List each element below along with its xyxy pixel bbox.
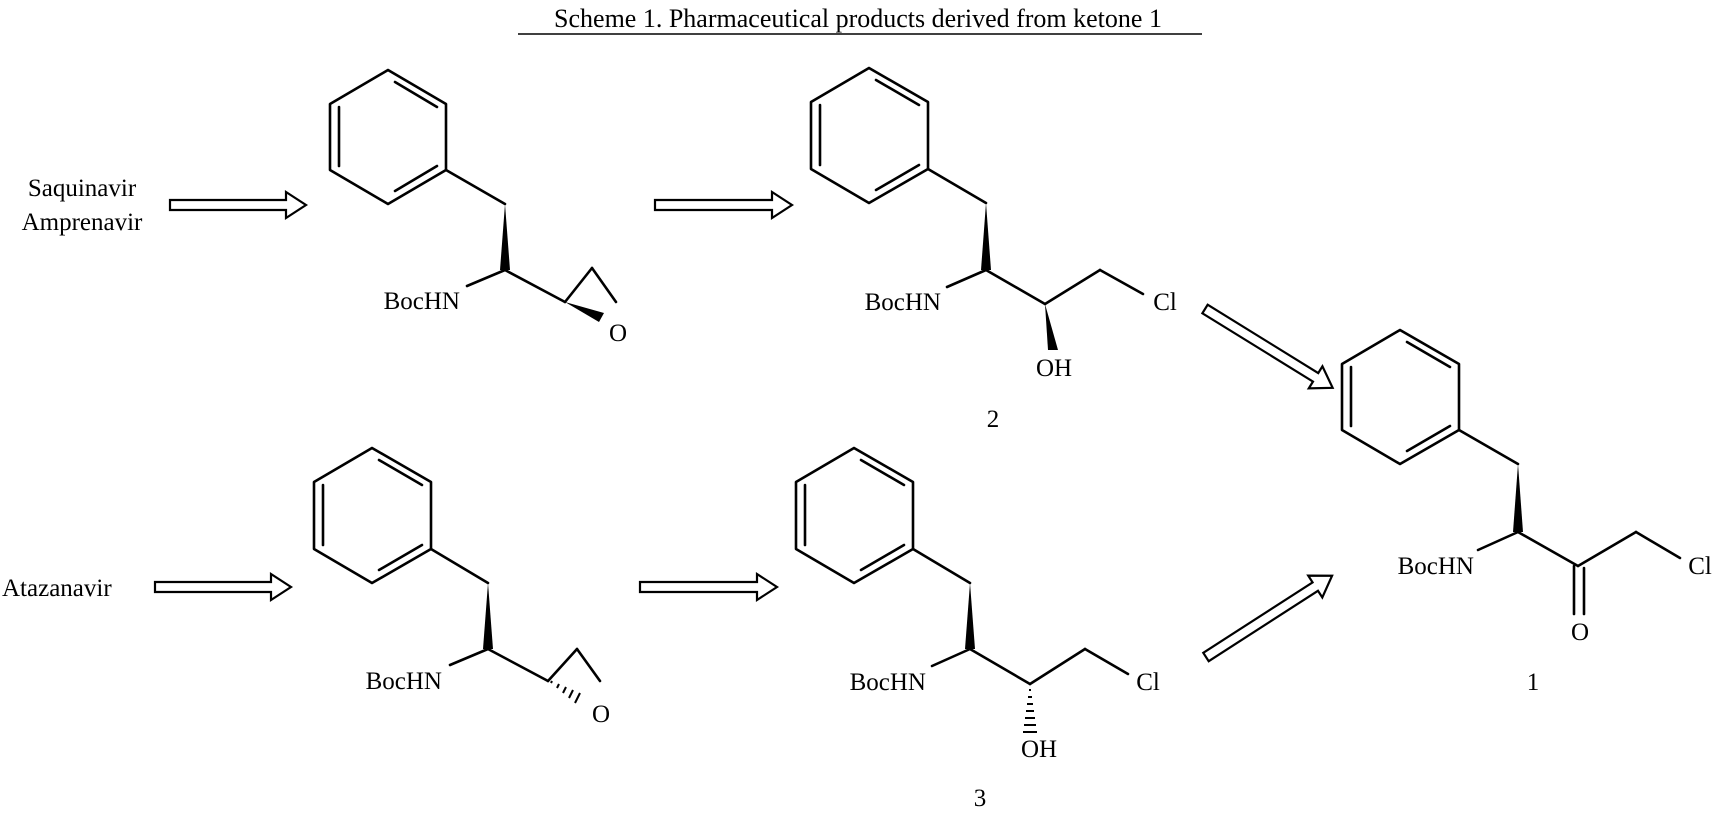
atom-label-chlorine: Cl	[1688, 553, 1712, 580]
structure-compound-2: BocHN Cl OH 2	[811, 68, 1177, 433]
atom-label-bochn: BocHN	[865, 289, 941, 316]
atom-label-oxygen: O	[592, 701, 610, 728]
atom-label-bochn: BocHN	[384, 288, 460, 315]
hashed-bond	[551, 681, 580, 703]
atom-label-bochn: BocHN	[366, 668, 442, 695]
phenyl-ring	[796, 448, 913, 583]
atom-label-hydroxyl: OH	[1036, 355, 1072, 382]
compound-number-3: 3	[974, 785, 987, 812]
atom-label-chlorine: Cl	[1153, 289, 1177, 316]
retro-arrow-top-2	[655, 192, 792, 218]
wedge-bond	[500, 204, 510, 270]
scheme-title: Scheme 1. Pharmaceutical products derive…	[554, 4, 1162, 33]
atom-label-bochn: BocHN	[1398, 553, 1474, 580]
retro-arrow-down-to-ketone	[1198, 298, 1339, 399]
structure-compound-3: BocHN Cl OH 3	[796, 448, 1160, 812]
retro-arrow-bottom-2	[640, 574, 777, 600]
retro-arrow-bottom-1	[155, 574, 291, 600]
wedge-bond	[565, 302, 604, 322]
structure-epoxide-bottom: BocHN O	[314, 448, 610, 728]
wedge-bond	[1513, 464, 1523, 532]
atom-label-oxygen: O	[1571, 619, 1589, 646]
phenyl-ring	[1342, 330, 1459, 464]
retro-arrow-up-to-ketone	[1199, 565, 1339, 668]
phenyl-ring	[811, 68, 928, 203]
structure-compound-1: BocHN Cl O 1	[1342, 330, 1712, 696]
phenyl-ring	[314, 448, 431, 583]
compound-number-1: 1	[1527, 669, 1540, 696]
phenyl-ring	[330, 70, 446, 204]
atom-label-chlorine: Cl	[1136, 669, 1160, 696]
hashed-bond	[1023, 690, 1037, 732]
wedge-bond	[1045, 304, 1058, 350]
atom-label-oxygen: O	[609, 320, 627, 347]
drug-label-atazanavir: Atazanavir	[2, 575, 112, 602]
drug-label-saquinavir: Saquinavir	[28, 175, 137, 202]
drug-label-amprenavir: Amprenavir	[22, 209, 143, 236]
wedge-bond	[981, 203, 991, 270]
atom-label-hydroxyl: OH	[1021, 736, 1057, 763]
wedge-bond	[483, 583, 493, 649]
compound-number-2: 2	[987, 406, 1000, 433]
atom-label-bochn: BocHN	[850, 669, 926, 696]
wedge-bond	[965, 583, 975, 649]
retro-arrow-top-1	[170, 192, 306, 218]
structure-epoxide-top: BocHN O	[330, 70, 627, 347]
